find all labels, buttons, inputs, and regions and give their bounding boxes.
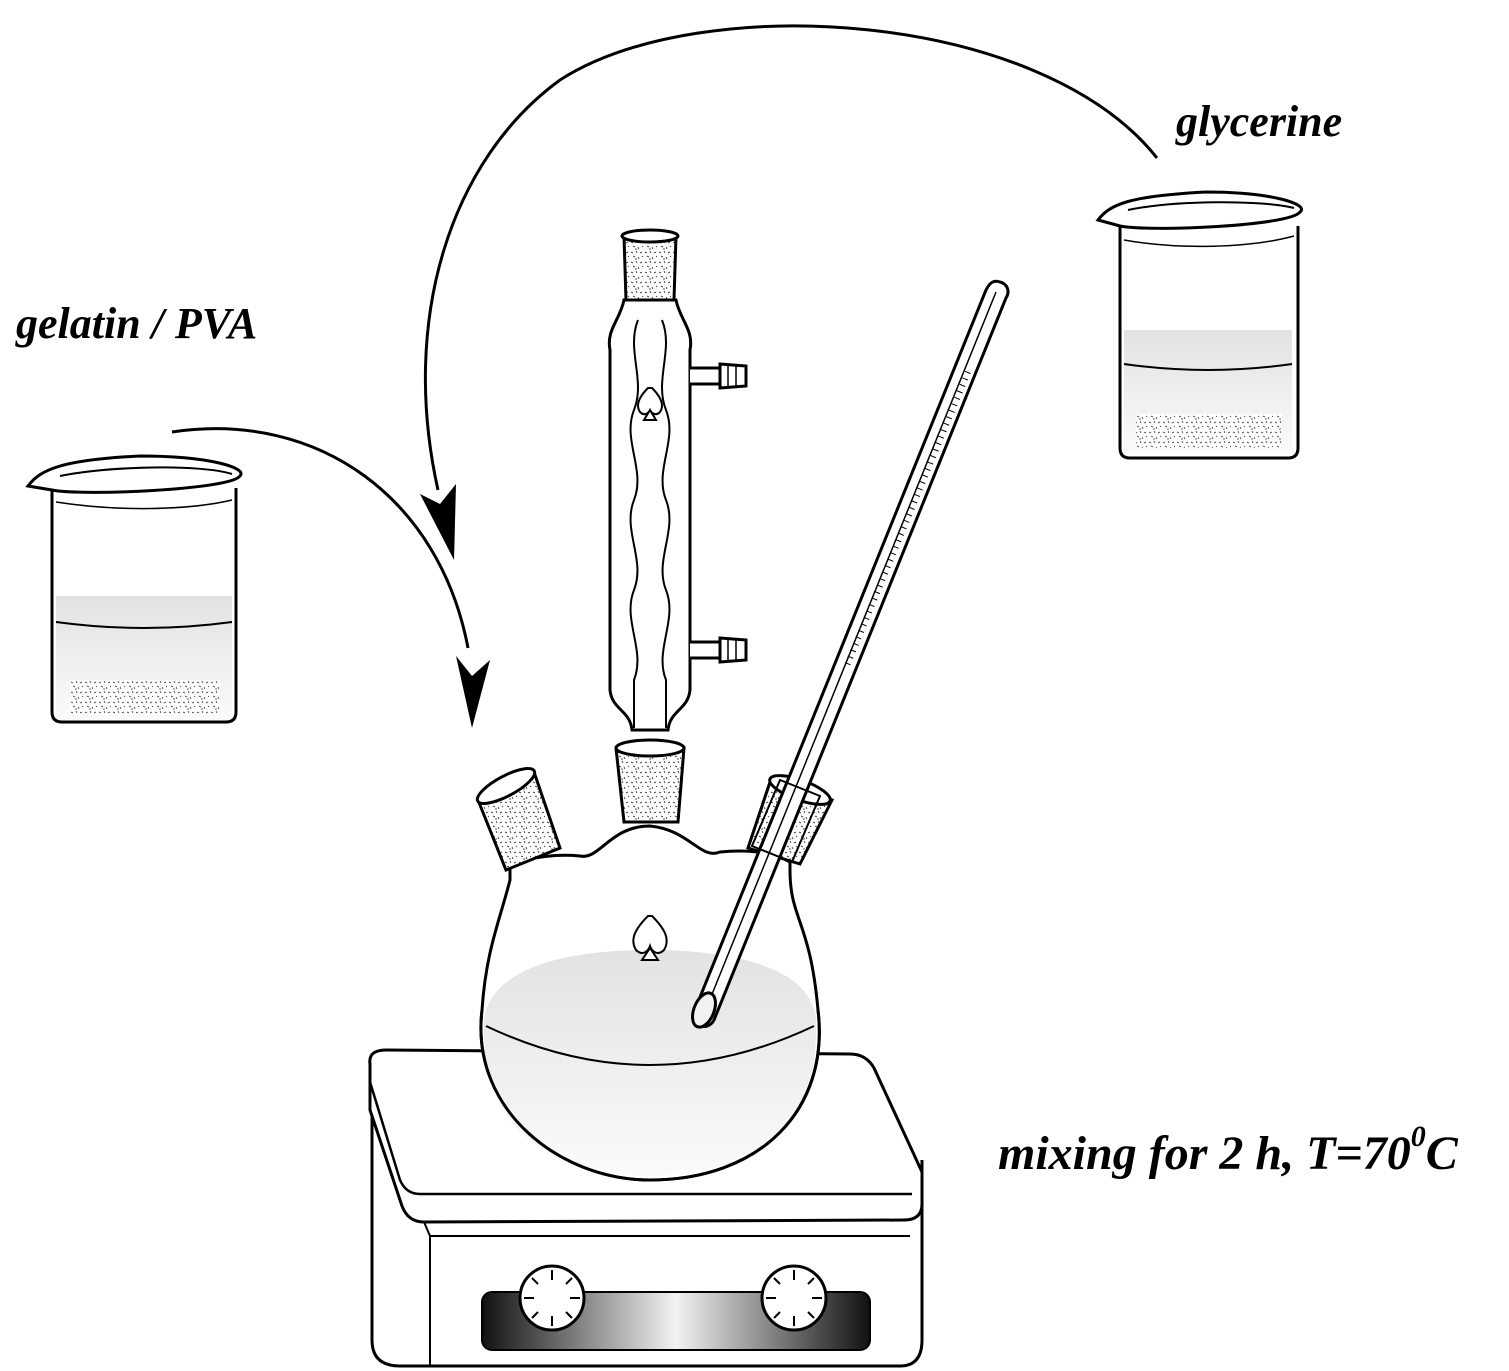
arrow-gelatin-to-flask	[171, 427, 490, 728]
mixing-text: mixing for 2 h, T=70	[998, 1127, 1411, 1180]
arrow-glycerine-to-flask	[420, 24, 1159, 560]
beaker-gelatin-pva	[25, 454, 243, 724]
beaker-glycerine	[1095, 190, 1304, 460]
knob-left	[518, 1264, 586, 1332]
thermometer	[691, 279, 1010, 1029]
reflux-condenser	[607, 228, 748, 732]
label-glycerine: glycerine	[1176, 97, 1343, 146]
knob-right	[760, 1264, 828, 1332]
flask-center-neck	[614, 738, 686, 824]
mixing-unit: C	[1425, 1127, 1458, 1180]
label-gelatin-pva: gelatin / PVA	[16, 299, 258, 348]
flask-left-neck	[475, 767, 562, 872]
mixing-superscript: 0	[1410, 1120, 1426, 1153]
label-mixing-conditions: mixing for 2 h, T=700C	[998, 1120, 1458, 1181]
